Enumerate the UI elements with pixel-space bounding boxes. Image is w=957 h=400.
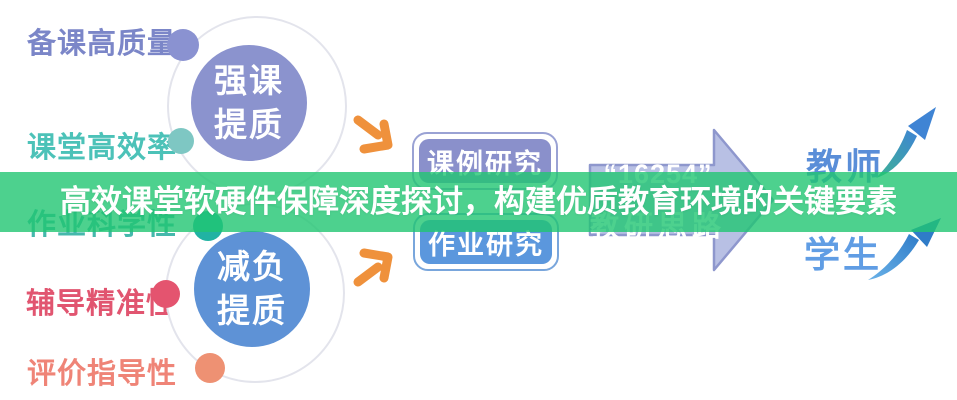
growth-arrow-teacher-icon <box>876 107 936 178</box>
hub-circle-reduce-burden: 减负 提质 <box>194 231 310 347</box>
factor-label-class-efficiency: 课堂高效率 <box>27 132 178 164</box>
title-banner-overlay <box>0 172 957 232</box>
factor-label-evaluation-guidance: 评价指导性 <box>27 358 178 390</box>
hub-bottom-line1: 减负 <box>217 248 287 285</box>
outcome-label-student: 学生 <box>804 234 883 275</box>
hub-top-line1: 强课 <box>214 62 284 99</box>
connector-arrow-down-right-icon <box>353 115 393 154</box>
bullet-dot-teal-light <box>168 128 194 154</box>
hub-top-line2: 提质 <box>214 106 284 143</box>
bullet-dot-purple <box>167 29 199 61</box>
bullet-dot-salmon <box>195 353 225 383</box>
connector-arrow-up-right-icon <box>353 248 393 287</box>
hub-bottom-line2: 提质 <box>217 292 287 329</box>
page-title: 高效课堂软硬件保障深度探讨，构建优质教育环境的关键要素 <box>60 184 897 219</box>
factor-label-tutoring-precision: 辅导精准性 <box>26 288 177 320</box>
bullet-dot-red <box>152 280 180 308</box>
factor-label-prep-quality: 备课高质量 <box>27 28 178 60</box>
hub-circle-strengthen: 强课 提质 <box>191 45 307 161</box>
